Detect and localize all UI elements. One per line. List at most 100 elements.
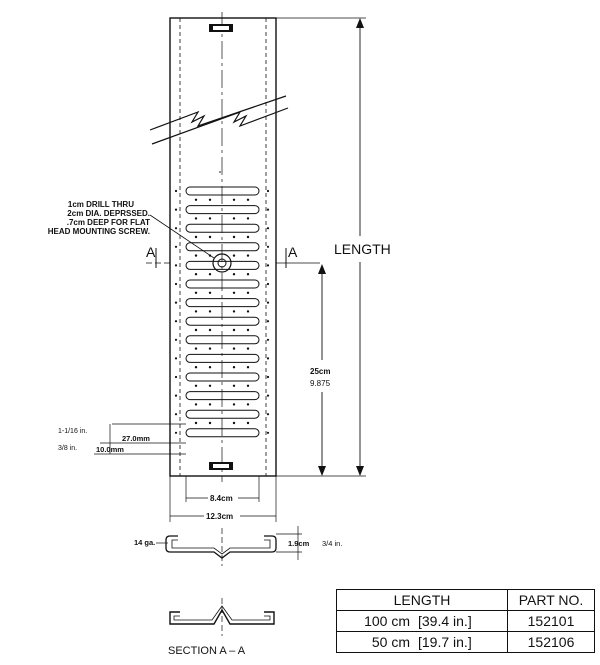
edge-dot <box>174 208 178 211</box>
rivet-dot <box>194 366 198 369</box>
edge-dot <box>174 320 178 323</box>
slot <box>185 391 260 401</box>
rivet-dot <box>194 254 198 257</box>
edge-dot <box>266 357 270 360</box>
part-cell: 152101 <box>507 610 595 632</box>
rivet-dot <box>208 291 212 294</box>
rivet-dot <box>232 366 236 369</box>
slot <box>185 279 260 289</box>
edge-dot <box>174 375 178 379</box>
edge-dot <box>266 282 270 286</box>
section-view: SECTION A – A <box>168 598 275 657</box>
length-header: LENGTH <box>336 589 508 611</box>
end-profile: 14 ga. 1.9cm 3/4 in. <box>134 526 342 566</box>
rivet-dot <box>232 235 236 239</box>
rivet-dot <box>246 310 250 313</box>
rivet-dot <box>208 421 212 425</box>
width-dimensions: 8.4cm 12.3cm <box>169 476 277 522</box>
slot-width-in: 1-1/16 in. <box>58 428 87 435</box>
edge-dot <box>266 320 270 323</box>
rivet-dot <box>246 384 250 387</box>
rivet-dot <box>208 403 212 406</box>
rivet-dot <box>232 254 236 257</box>
rivet-dot <box>194 291 198 294</box>
length-dimension: LENGTH <box>276 17 391 477</box>
rivet-dot <box>232 328 236 332</box>
rivet-dot <box>194 347 198 350</box>
rivet-dot <box>232 291 236 294</box>
slot <box>185 316 260 326</box>
slot-width-mm: 27.0mm <box>122 434 150 443</box>
rivet-dot <box>246 366 250 369</box>
rivet-dot <box>208 198 212 201</box>
slot-pattern <box>174 186 270 438</box>
rivet-dot <box>232 217 236 220</box>
rivet-dot <box>246 254 250 257</box>
edge-dot <box>266 301 270 304</box>
rivet-dot <box>232 198 236 201</box>
svg-text:HEAD MOUNTING SCREW.: HEAD MOUNTING SCREW. <box>48 227 150 236</box>
slot <box>185 186 260 196</box>
edge-dot <box>174 227 178 230</box>
slot <box>185 205 260 215</box>
svg-text:1cm DRILL THRU: 1cm DRILL THRU <box>68 200 134 209</box>
slot <box>185 260 260 270</box>
rivet-dot <box>246 328 250 332</box>
rivet-dot <box>208 217 212 220</box>
edge-dot <box>174 431 178 434</box>
edge-dot <box>266 208 270 211</box>
rivet-dot <box>208 347 212 350</box>
edge-dot <box>174 413 178 416</box>
edge-dot <box>174 357 178 360</box>
rivet-dot <box>246 235 250 239</box>
slot <box>185 409 260 419</box>
edge-dot <box>174 394 178 397</box>
rivet-dot <box>246 198 250 201</box>
length-cell: 50 cm[19.7 in.] <box>336 631 508 653</box>
rivet-dot <box>194 217 198 220</box>
svg-text:2cm DIA. DEPRSSED.: 2cm DIA. DEPRSSED. <box>67 209 150 218</box>
rivet-dot <box>194 403 198 406</box>
rivet-dot <box>194 421 198 425</box>
table-row: 50 cm[19.7 in.] 152106 <box>336 631 595 653</box>
rivet-dot <box>194 273 198 276</box>
slot <box>185 335 260 345</box>
edge-dot <box>266 375 270 379</box>
inner-width: 8.4cm <box>210 494 233 503</box>
rivet-dot <box>232 384 236 387</box>
rivet-dot <box>194 384 198 387</box>
spacing-cm: 25cm <box>310 367 330 376</box>
height-cm: 1.9cm <box>288 539 310 548</box>
edge-dot <box>174 301 178 304</box>
rivet-dot <box>194 310 198 313</box>
mounting-hole <box>212 253 232 273</box>
rivet-dot <box>208 366 212 369</box>
gauge-label: 14 ga. <box>134 538 155 547</box>
spacing-in: 9.875 <box>310 379 331 388</box>
rivet-dot <box>232 347 236 350</box>
section-marker-left: A <box>146 244 156 260</box>
grate-plan-view <box>169 12 277 482</box>
slot <box>185 298 260 308</box>
edge-dot <box>266 413 270 416</box>
rivet-dot <box>194 328 198 332</box>
part-no-header: PART NO. <box>507 589 595 611</box>
rivet-dot <box>246 291 250 294</box>
rivet-dot <box>232 403 236 406</box>
edge-dot <box>174 189 178 193</box>
section-markers: A A <box>146 244 320 268</box>
slot-dimensions: 1-1/16 in. 27.0mm 3/8 in. 10.0mm <box>58 423 186 455</box>
slot <box>185 223 260 233</box>
rivet-dot <box>232 273 236 276</box>
spacing-dimension: 25cm 9.875 <box>310 264 331 476</box>
slot-gap-in: 3/8 in. <box>58 445 77 452</box>
outer-width: 12.3cm <box>206 512 233 521</box>
rivet-dot <box>208 235 212 239</box>
slot <box>185 242 260 252</box>
section-title: SECTION A – A <box>168 645 246 657</box>
edge-dot <box>266 394 270 397</box>
slot <box>185 428 260 438</box>
part-cell: 152106 <box>507 631 595 653</box>
edge-dot <box>174 264 178 267</box>
drill-callout: 1cm DRILL THRU 2cm DIA. DEPRSSED. .7cm D… <box>48 200 215 259</box>
